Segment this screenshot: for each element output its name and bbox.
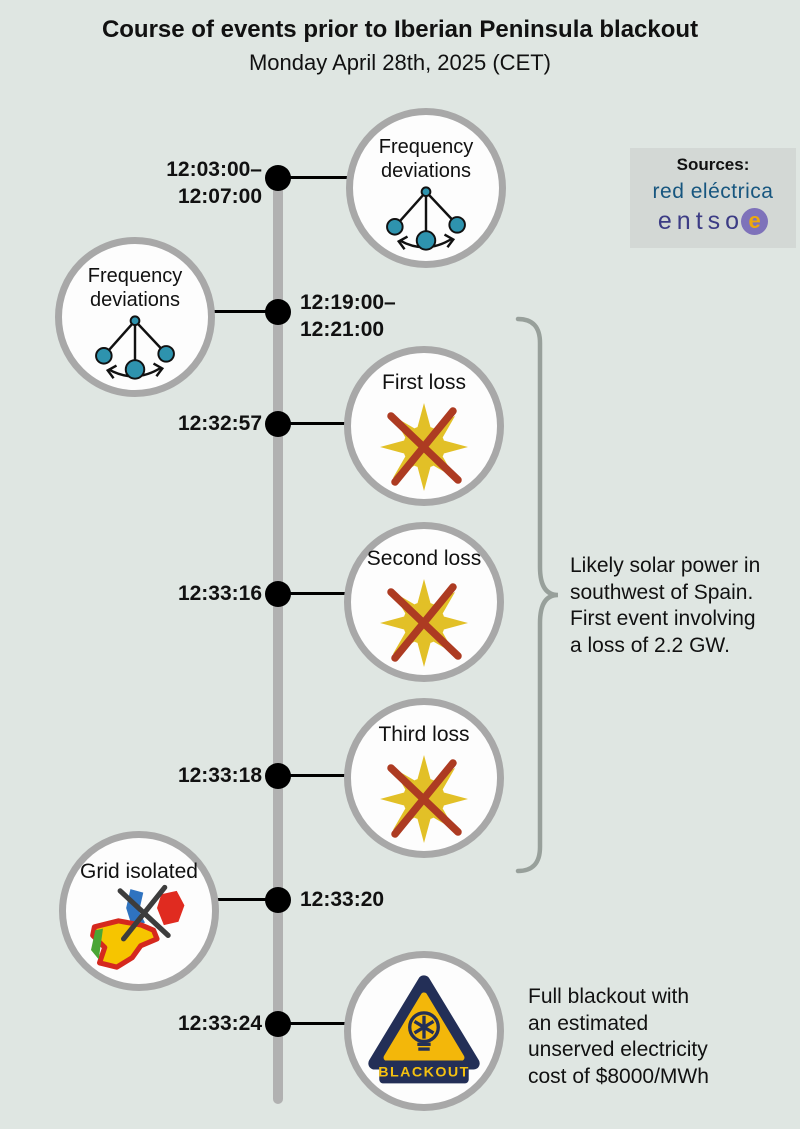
sources-box: Sources: red eléctrica entso e: [630, 148, 796, 248]
entsoe-logo-text: entso: [657, 207, 745, 235]
pendulum-icon: [95, 315, 175, 380]
time-label-5: 12:33:18: [177, 764, 262, 787]
time-label-4: 12:33:16: [177, 582, 262, 605]
blackout-note: Full blackout with an estimated unserved…: [528, 985, 709, 1088]
sun-crossed-icon: [380, 755, 468, 843]
connector-line: [278, 774, 348, 777]
event-circle-frequency-deviations-2: Frequency deviations: [55, 237, 215, 397]
event-label: Grid isolated: [80, 860, 198, 883]
entsoe-logo: entso e: [657, 207, 769, 236]
sun-crossed-icon: [380, 403, 468, 491]
grid-isolated-icon: [90, 884, 185, 970]
time-label-6: 12:33:20: [300, 888, 385, 911]
connector-line: [278, 592, 348, 595]
connector-line: [278, 176, 350, 179]
connector-line: [278, 422, 348, 425]
page-subtitle: Monday April 28th, 2025 (CET): [248, 50, 552, 75]
connector-line: [278, 1022, 348, 1025]
event-label: Frequency deviations: [378, 136, 474, 182]
sun-crossed-icon: [380, 579, 468, 667]
time-label-3: 12:32:57: [177, 412, 262, 435]
page-title: Course of events prior to Iberian Penins…: [101, 16, 699, 43]
solar-note: Likely solar power in southwest of Spain…: [570, 554, 761, 657]
event-label: Frequency deviations: [87, 265, 183, 311]
event-label: First loss: [382, 371, 466, 394]
event-circle-third-loss: Third loss: [344, 698, 504, 858]
event-circle-frequency-deviations-1: Frequency deviations: [346, 108, 506, 268]
blackout-icon: BLACKOUT: [368, 975, 480, 1084]
blackout-badge: BLACKOUT: [378, 1065, 469, 1081]
pendulum-icon: [386, 186, 466, 251]
event-circle-grid-isolated: Grid isolated: [59, 831, 219, 991]
time-label-1: 12:03:00– 12:07:00: [166, 158, 262, 208]
sources-label: Sources:: [676, 155, 750, 174]
connector-line: [215, 898, 278, 901]
timeline-bar: [273, 172, 283, 1104]
time-label-2: 12:19:00– 12:21:00: [300, 291, 396, 341]
event-label: Third loss: [378, 723, 470, 746]
event-label: Second loss: [366, 547, 482, 570]
event-circle-first-loss: First loss: [344, 346, 504, 506]
grouping-brace: [515, 316, 559, 874]
entsoe-e-badge: e: [741, 208, 769, 235]
event-circle-second-loss: Second loss: [344, 522, 504, 682]
connector-line: [211, 310, 278, 313]
red-electrica-logo: red eléctrica: [652, 180, 774, 203]
event-circle-blackout: BLACKOUT: [344, 951, 504, 1111]
time-label-7: 12:33:24: [177, 1012, 262, 1035]
